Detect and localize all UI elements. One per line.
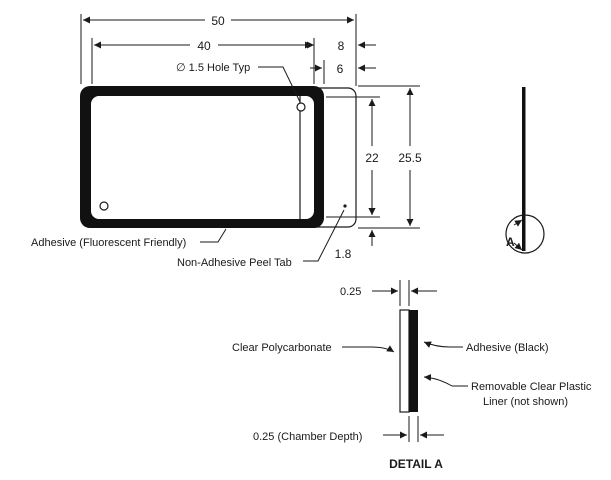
chamber-depth-label: 0.25 (Chamber Depth) (253, 431, 362, 443)
dimension-inner-height: 22 (326, 96, 380, 218)
dimension-tab-width: 8 (300, 39, 376, 53)
dim-40-label: 40 (197, 39, 211, 53)
detail-a: 0.25 0.25 (Chamber Depth) Clear Polycarb… (232, 280, 592, 471)
dim-1-8-label: 1.8 (335, 247, 352, 261)
adhesive-frame (80, 86, 324, 228)
peel-tab-outline (299, 87, 357, 228)
dim-22-label: 22 (365, 151, 379, 165)
front-view (80, 86, 357, 228)
dimension-tab-gap: 6 (310, 60, 376, 84)
liner-label-line2: Liner (not shown) (483, 396, 568, 408)
dimension-overall-height: 25.5 (358, 85, 422, 229)
adhesive-black-label: Adhesive (Black) (466, 342, 549, 354)
dimension-chamber-depth: 0.25 (Chamber Depth) (253, 416, 444, 443)
adhesive-layer (409, 310, 418, 412)
dimension-overall-width: 50 (80, 14, 357, 86)
dim-25-5-label: 25.5 (398, 151, 422, 165)
dim-8-label: 8 (338, 39, 345, 53)
clear-polycarbonate-label: Clear Polycarbonate (232, 342, 332, 354)
peel-tab-label: Non-Adhesive Peel Tab (177, 257, 292, 269)
dim-6-label: 6 (337, 62, 344, 76)
dim-0-25-label: 0.25 (340, 286, 361, 298)
dimension-adhesive-width: 40 (91, 38, 315, 84)
dimension-tab-offset: 1.8 (335, 200, 376, 261)
dim-50-label: 50 (211, 14, 225, 28)
adhesive-black-callout: Adhesive (Black) (423, 341, 549, 354)
detail-callout-letter: A (506, 235, 515, 249)
dimension-polycarbonate-thickness: 0.25 (340, 280, 437, 306)
clear-polycarbonate-callout: Clear Polycarbonate (232, 342, 395, 354)
liner-callout: Removable Clear Plastic Liner (not shown… (423, 374, 592, 408)
adhesive-fluorescent-label: Adhesive (Fluorescent Friendly) (31, 237, 186, 249)
hole-bottom-left (99, 201, 109, 211)
side-view: A (505, 87, 545, 254)
hole-note-label: 1.5 Hole Typ (189, 62, 251, 74)
polycarbonate-layer (399, 309, 410, 413)
hole-callout: ∅ 1.5 Hole Typ (176, 62, 301, 103)
liner-label-line1: Removable Clear Plastic (471, 381, 592, 393)
diameter-symbol: ∅ (176, 62, 186, 74)
adhesive-fluorescent-callout: Adhesive (Fluorescent Friendly) (31, 228, 227, 249)
peel-tab-callout: Non-Adhesive Peel Tab (177, 204, 347, 269)
side-view-thickness (522, 87, 526, 251)
detail-a-title: DETAIL A (389, 457, 443, 471)
detail-circle (505, 214, 545, 254)
hole-top-right (296, 102, 306, 112)
svg-text:∅ 1.5 Hole Typ: ∅ 1.5 Hole Typ (176, 62, 250, 74)
